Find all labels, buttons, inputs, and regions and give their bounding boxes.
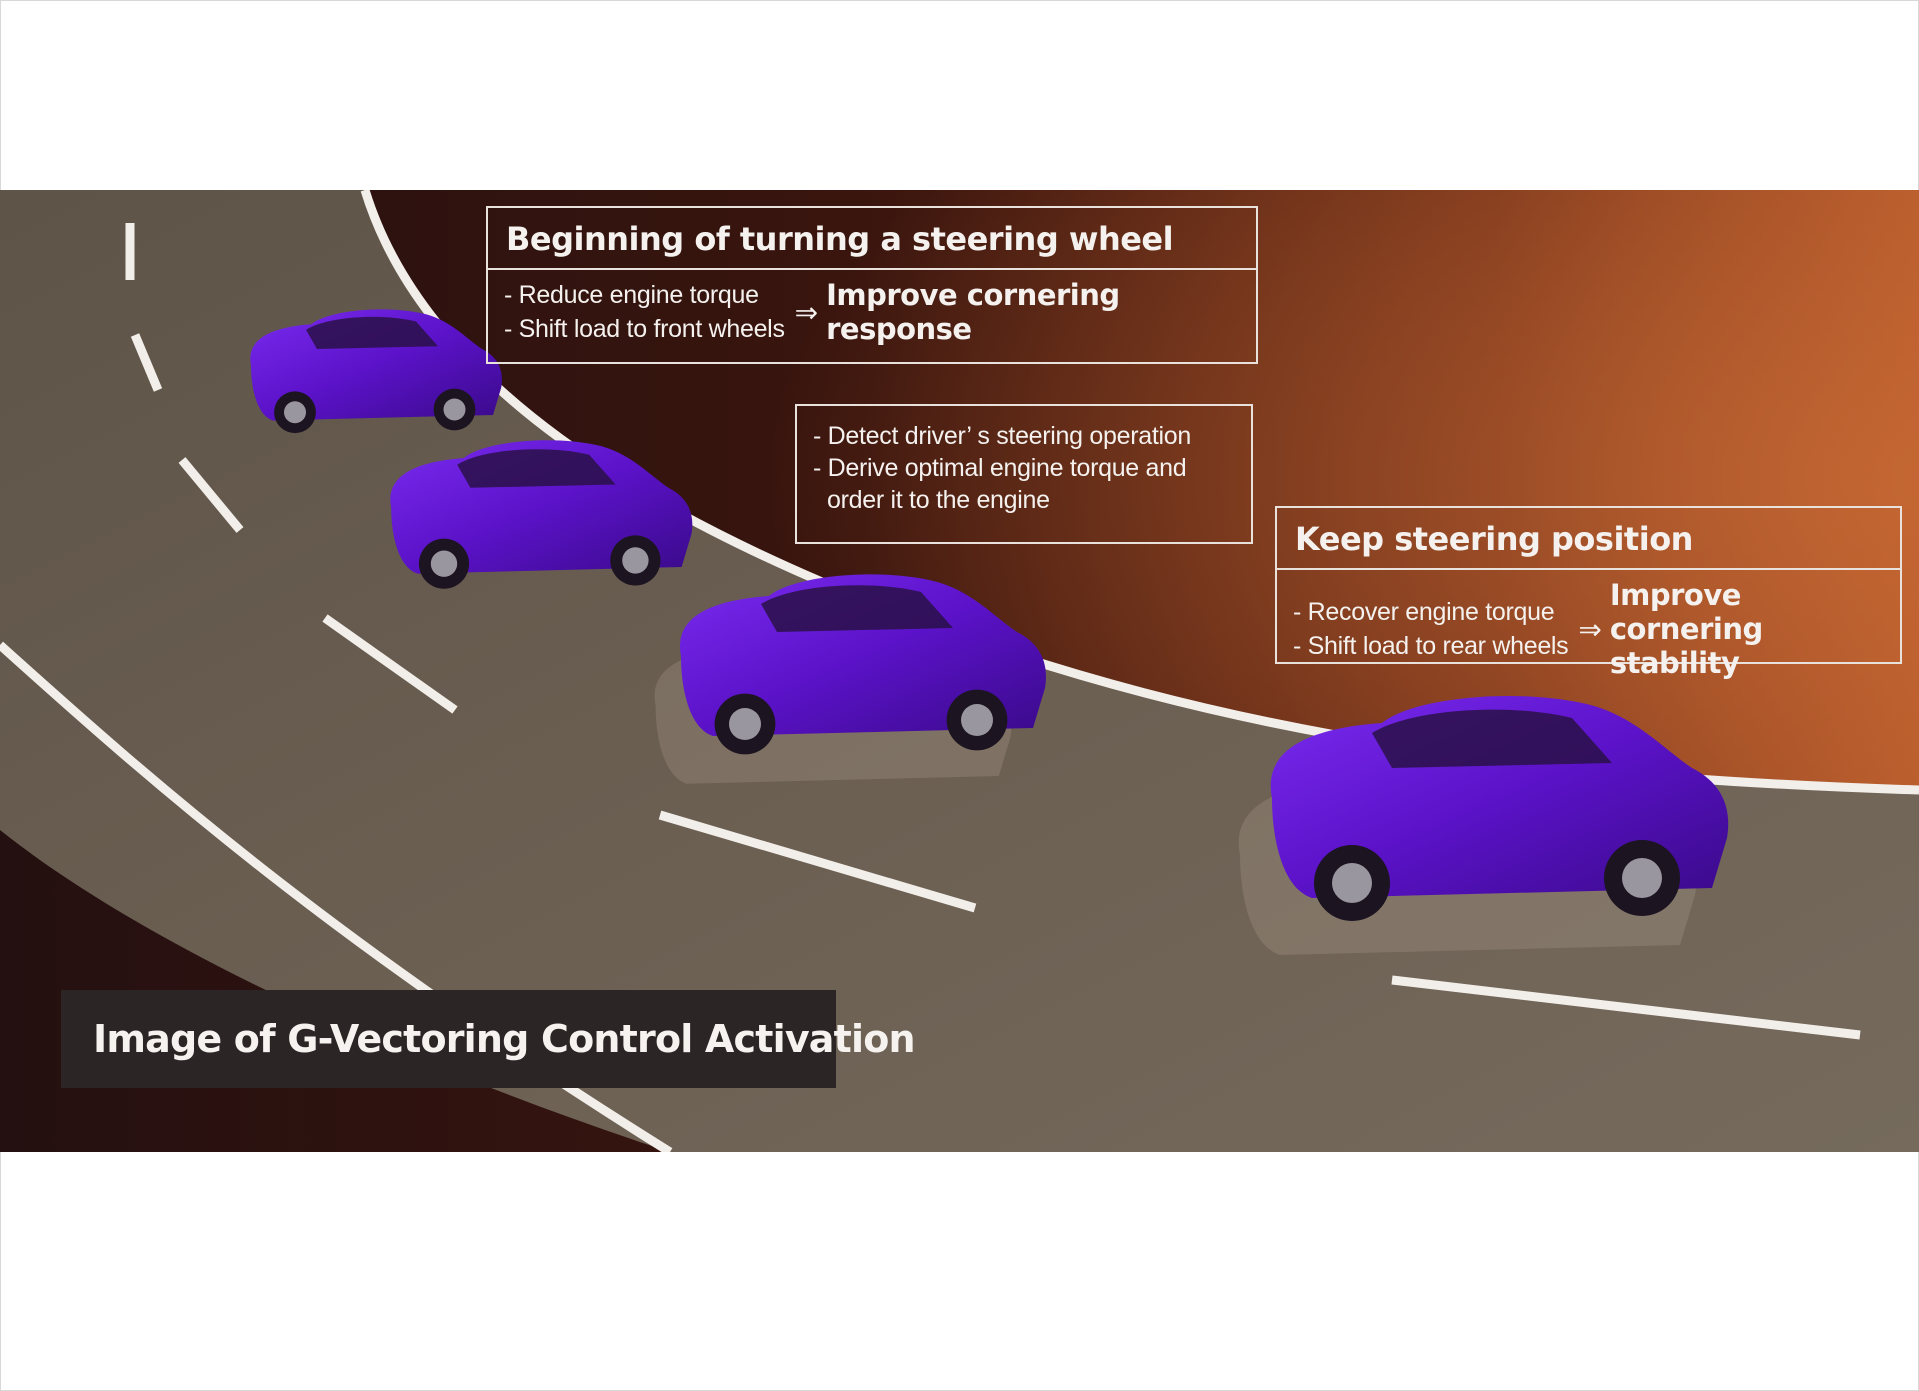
lane-markings — [125, 223, 1861, 1040]
keep-bullet-2: - Shift load to rear wheels — [1293, 632, 1569, 660]
arrow-icon: ⇒ — [794, 296, 819, 328]
arrow-icon: ⇒ — [1578, 613, 1602, 645]
car-1 — [250, 309, 502, 434]
keep-steering-title: Keep steering position — [1277, 508, 1900, 570]
keep-steering-box: Keep steering position - Recover engine … — [1275, 506, 1902, 680]
car-3 — [679, 574, 1046, 755]
begin-bullet-2: - Shift load to front wheels — [504, 315, 785, 343]
keep-bullet-1: - Recover engine torque — [1293, 598, 1555, 626]
car-2 — [390, 440, 693, 589]
begin-bullet-1: - Reduce engine torque — [504, 281, 759, 309]
detect-bullet-1: - Detect driver’ s steering operation — [813, 422, 1191, 450]
begin-result: Improve cornering response — [826, 278, 1120, 346]
keep-result: Improve cornering stability — [1609, 578, 1763, 680]
keep-steering-body: - Recover engine torque - Shift load to … — [1277, 570, 1900, 688]
detect-box: - Detect driver’ s steering operation - … — [795, 404, 1253, 544]
begin-turning-title: Beginning of turning a steering wheel — [488, 208, 1256, 270]
keep-steering-bullets: - Recover engine torque - Shift load to … — [1293, 595, 1569, 663]
detect-bullet-2: - Derive optimal engine torque and — [813, 454, 1187, 482]
gvc-illustration: Beginning of turning a steering wheel - … — [0, 190, 1919, 1152]
begin-turning-bullets: - Reduce engine torque - Shift load to f… — [504, 278, 785, 346]
begin-turning-box: Beginning of turning a steering wheel - … — [486, 206, 1258, 364]
begin-turning-body: - Reduce engine torque - Shift load to f… — [488, 270, 1256, 354]
caption-label: Image of G-Vectoring Control Activation — [61, 990, 916, 1088]
car-4 — [1270, 695, 1729, 921]
detect-bullet-2-cont: order it to the engine — [827, 486, 1050, 514]
detect-bullets: - Detect driver’ s steering operation - … — [813, 420, 1235, 516]
